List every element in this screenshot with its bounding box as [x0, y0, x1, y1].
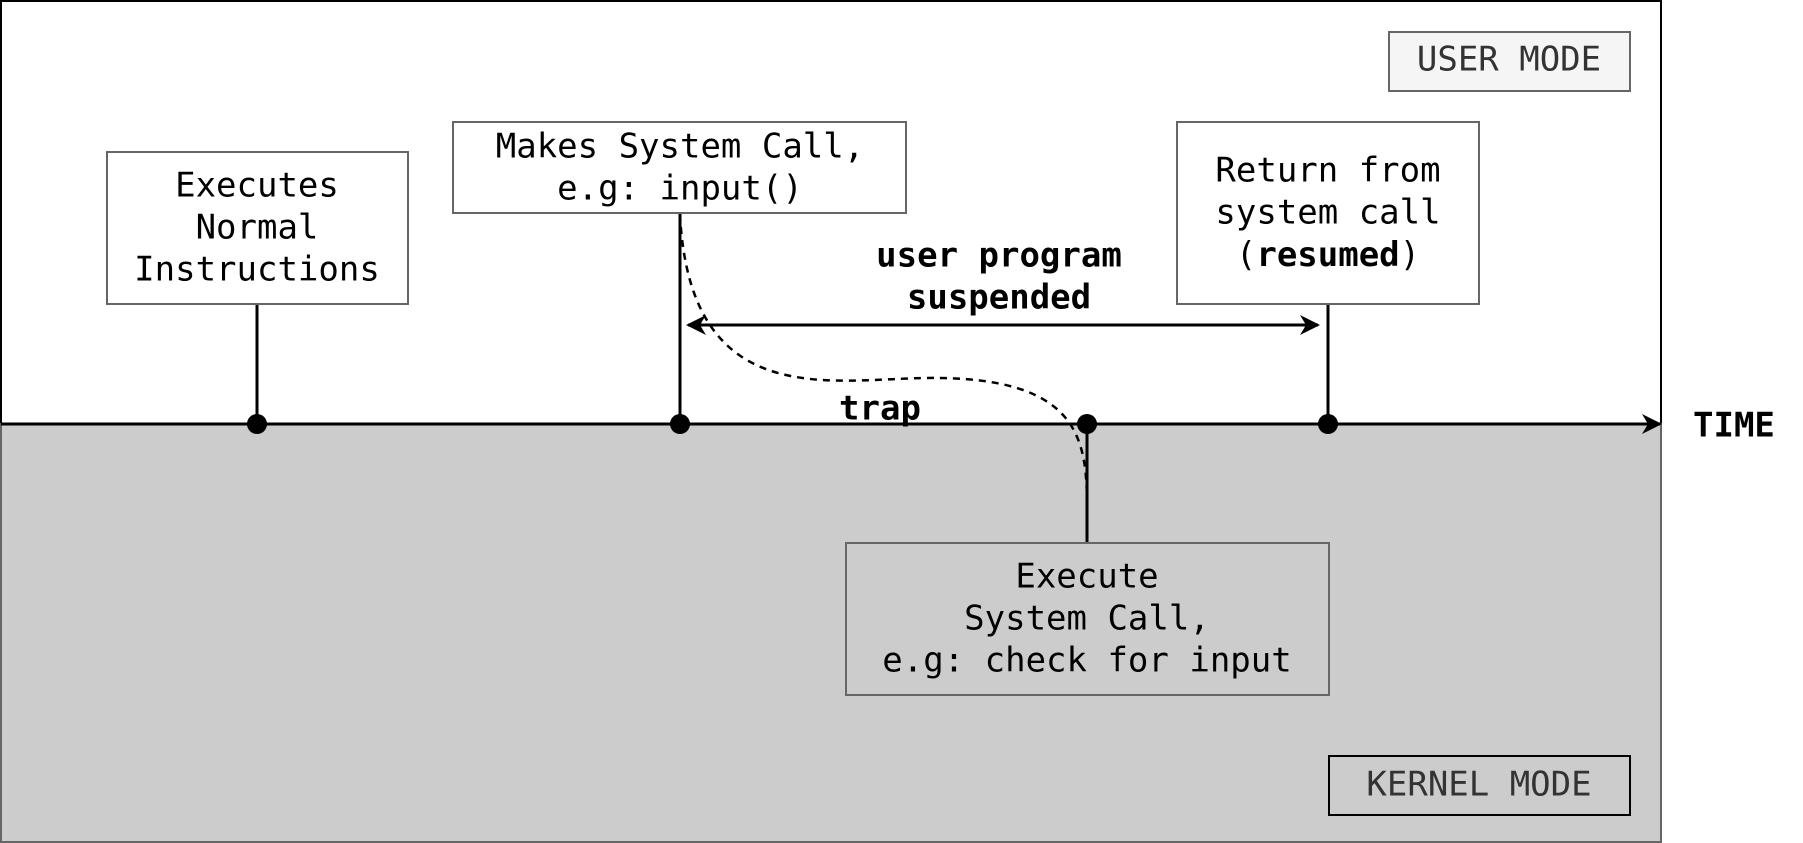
return-box: Return from system call (resumed): [1176, 121, 1480, 305]
syscall-box-line1: Makes System Call,: [496, 127, 864, 167]
return-box-line3: (resumed): [1236, 235, 1420, 275]
trap-curve: [678, 213, 1089, 521]
event-point-syscall: [670, 414, 690, 434]
return-box-line2: system call: [1215, 193, 1440, 233]
normal-box-line3: Instructions: [134, 250, 380, 290]
kernel-box-line3: e.g: check for input: [882, 641, 1291, 681]
kernel-mode-text: KERNEL MODE: [1366, 765, 1591, 805]
kernel-box-line2: System Call,: [964, 599, 1210, 639]
user-mode-label: USER MODE: [1388, 31, 1631, 92]
normal-box-line2: Normal: [196, 208, 319, 248]
kernel-mode-label: KERNEL MODE: [1328, 755, 1631, 816]
resumed-text: resumed: [1256, 235, 1399, 275]
suspended-label-line2: suspended: [907, 278, 1091, 318]
syscall-box: Makes System Call, e.g: input(): [452, 121, 907, 214]
kernel-box-line1: Execute: [1015, 557, 1158, 597]
normal-instructions-box: Executes Normal Instructions: [106, 151, 409, 305]
trap-label: trap: [839, 389, 921, 429]
suspended-label: user program suspended: [876, 236, 1122, 318]
return-box-line1: Return from: [1215, 151, 1440, 191]
return-paren-close: ): [1400, 235, 1420, 275]
suspended-label-line1: user program: [876, 236, 1122, 276]
return-paren-open: (: [1236, 235, 1256, 275]
user-mode-text: USER MODE: [1417, 40, 1601, 80]
normal-box-line1: Executes: [175, 166, 339, 206]
event-point-normal: [247, 414, 267, 434]
syscall-box-line2: e.g: input(): [557, 169, 803, 209]
time-axis-label: TIME: [1693, 406, 1775, 446]
event-point-return: [1318, 414, 1338, 434]
event-point-kernel: [1077, 414, 1097, 434]
kernel-exec-box: Execute System Call, e.g: check for inpu…: [845, 542, 1330, 696]
